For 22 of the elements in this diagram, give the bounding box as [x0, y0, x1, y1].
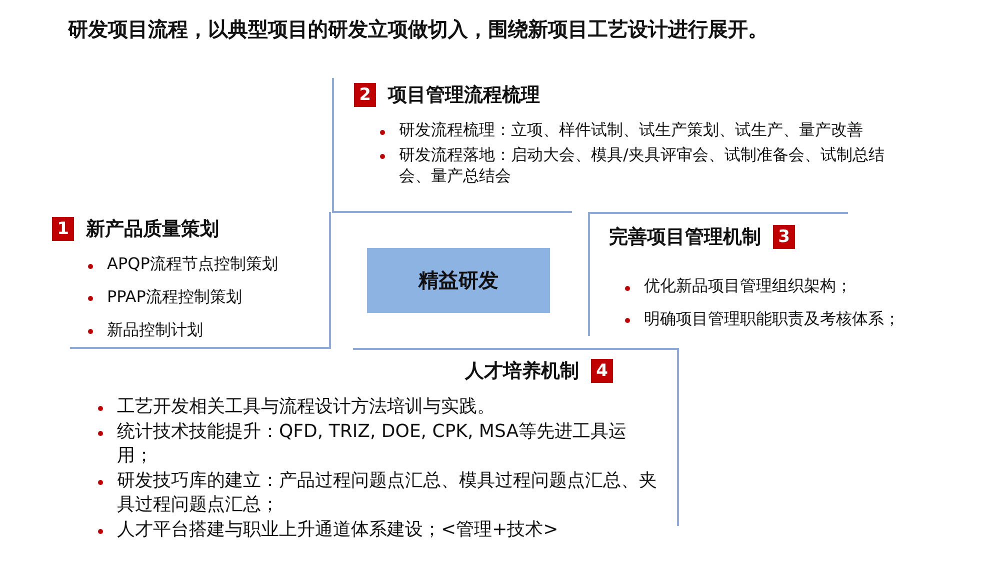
- list-item: 研发流程梳理：立项、样件试制、试生产策划、试生产、量产改善: [399, 120, 863, 139]
- number-badge: 1: [52, 217, 74, 241]
- title: 研发项目流程，以典型项目的研发立项做切入，围绕新项目工艺设计进行展开。: [68, 16, 768, 43]
- number-badge: 2: [354, 83, 376, 107]
- section-heading: 项目管理流程梳理: [388, 83, 540, 108]
- list-item: 优化新品项目管理组织架构；: [644, 276, 852, 295]
- center-box: [367, 248, 550, 313]
- number-badge: 4: [591, 359, 613, 383]
- section-heading: 新产品质量策划: [86, 217, 219, 242]
- list-item: 研发技巧库的建立：产品过程问题点汇总、模具过程问题点汇总、夹具过程问题点汇总；: [117, 470, 657, 515]
- list-item: 新品控制计划: [107, 320, 203, 339]
- section-heading: 人才培养机制: [465, 359, 579, 384]
- section-heading: 完善项目管理机制: [609, 225, 761, 250]
- number-badge: 3: [773, 225, 795, 249]
- list-item: 工艺开发相关工具与流程设计方法培训与实践。: [117, 396, 495, 417]
- list-item: 明确项目管理职能职责及考核体系；: [644, 308, 900, 328]
- list-item: PPAP流程控制策划: [107, 286, 242, 306]
- center-label: 精益研发: [418, 267, 498, 294]
- list-item: 人才平台搭建与职业上升通道体系建设；<管理+技术>: [117, 518, 558, 540]
- list-item: APQP流程节点控制策划: [107, 254, 278, 273]
- list-item: 统计技术技能提升：QFD, TRIZ, DOE, CPK, MSA等先进工具运用；: [117, 421, 627, 466]
- list-item: 研发流程落地：启动大会、模具/夹具评审会、试制准备会、试制总结会、量产总结会: [399, 144, 884, 185]
